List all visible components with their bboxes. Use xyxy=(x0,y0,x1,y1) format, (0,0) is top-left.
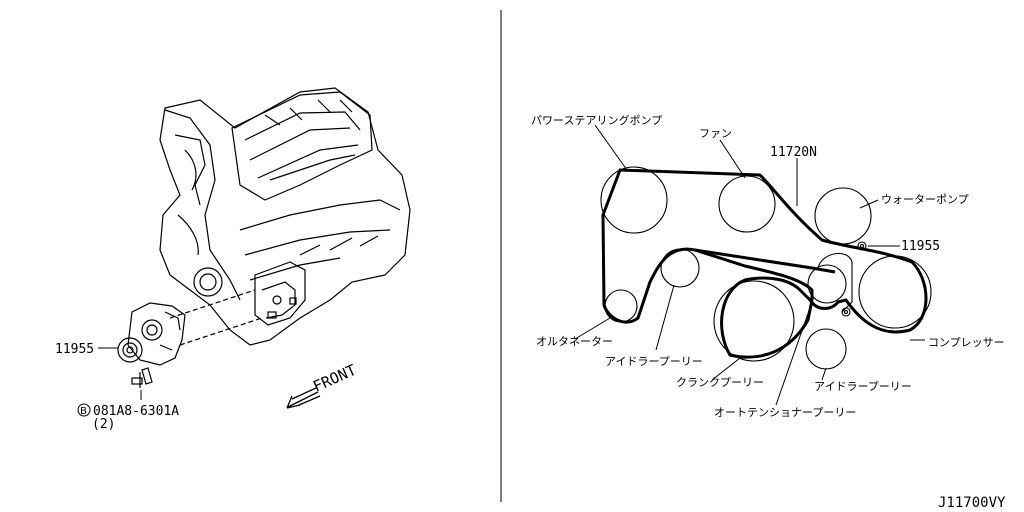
diagram-id: J11700VY xyxy=(938,495,1006,511)
idler-pulley-left xyxy=(660,248,700,288)
label-fan: ファン xyxy=(699,127,732,140)
power-steering-pump-pulley xyxy=(600,166,668,234)
bolt-prefix-circle xyxy=(77,403,91,417)
bolt-code: 081A8-6301A xyxy=(93,404,179,419)
water-pump-pulley xyxy=(814,187,872,245)
front-arrow-icon xyxy=(286,387,321,409)
idler-pulley-right xyxy=(805,328,847,370)
front-label: FRONT xyxy=(310,361,359,396)
engine-illustration xyxy=(159,87,411,346)
label-idler-pulley-right: アイドラープーリー xyxy=(814,380,912,393)
fan-pulley xyxy=(718,175,776,233)
part-number-tensioner-right: 11955 xyxy=(901,239,940,254)
label-idler-pulley-left: アイドラープーリー xyxy=(605,355,703,368)
label-compressor: コンプレッサー xyxy=(928,336,1005,349)
tensioner-assembly xyxy=(117,289,263,388)
bolt-prefix: B xyxy=(80,406,87,417)
part-number-tensioner: 11955 xyxy=(55,342,94,357)
label-auto-tensioner-pulley: オートテンショナープーリー xyxy=(714,406,856,419)
leader-lines-right xyxy=(574,124,925,406)
auto-tensioner-pulley xyxy=(807,264,847,304)
alternator-pulley xyxy=(604,289,638,323)
bolt-quantity: (2) xyxy=(92,417,115,432)
label-crank-pulley: クランクプーリー xyxy=(676,376,764,389)
drive-belt xyxy=(601,168,928,359)
label-power-steering-pump: パワーステアリングポンプ xyxy=(531,113,662,127)
part-number-belt: 11720N xyxy=(770,145,817,160)
crank-pulley xyxy=(713,280,795,362)
label-water-pump: ウォーターポンプ xyxy=(881,193,969,206)
belt-inner-run xyxy=(694,248,836,274)
compressor-pulley xyxy=(858,255,932,329)
pulleys xyxy=(600,166,932,370)
label-alternator: オルタネーター xyxy=(536,335,613,348)
